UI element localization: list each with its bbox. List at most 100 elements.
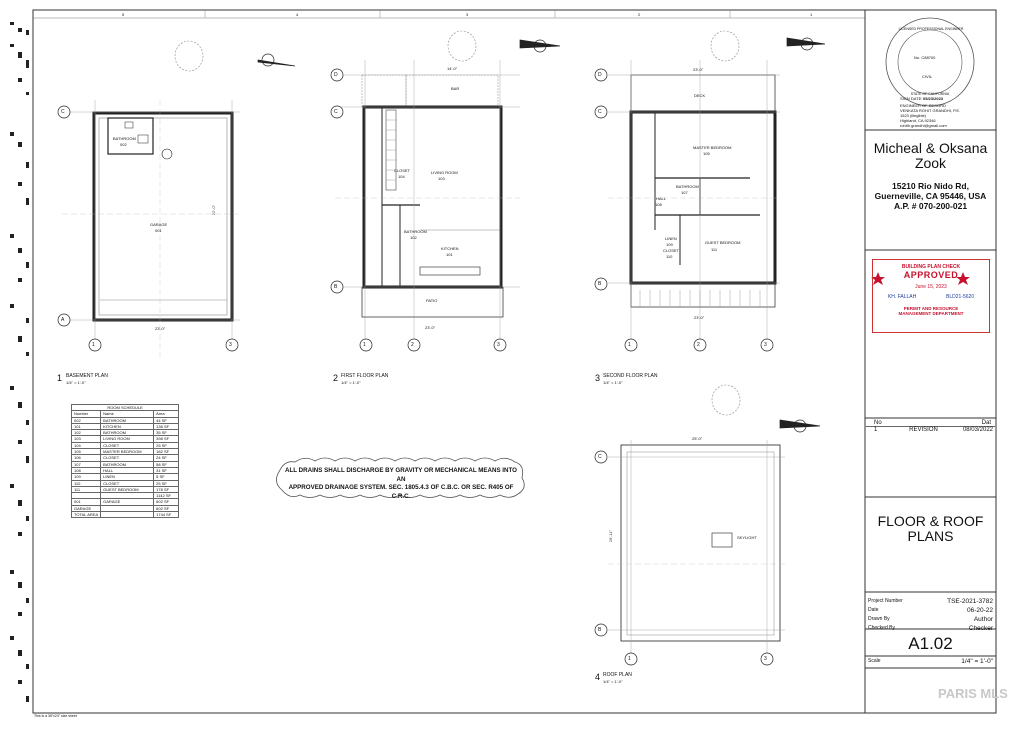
room-patio: PATIO (426, 298, 438, 303)
room-number: 002 (70, 416, 102, 424)
sign-date: 05/23/2023 (923, 96, 944, 101)
room-bath-2: BATHROOM (676, 184, 699, 189)
owner-name: Micheal & Oksana Zook (866, 141, 995, 171)
room-bath-1-num: 102 (410, 235, 417, 240)
grid-bubble-2: 2 (697, 342, 700, 348)
room-schedule-row: 1142 SF (70, 492, 180, 500)
room-area: 25 SF (153, 479, 180, 487)
room-bathroom: BATHROOM (113, 136, 136, 141)
apn: A.P. # 070-200-021 (893, 201, 968, 211)
room-number: 102 (70, 429, 102, 437)
room-number: 107 (70, 460, 102, 468)
engineer-line: ENGINEER OF RECORD (900, 103, 947, 108)
dim-bsmt-width: 23'-0" (155, 326, 166, 331)
room-linen: LINEN (665, 236, 677, 241)
grid-bubble-b: B (598, 627, 602, 633)
project-address: 15210 Rio Nido Rd, Guerneville, CA 95446… (866, 181, 995, 211)
grid-bubble-1: 1 (92, 342, 95, 348)
room-bathroom-num: 002 (120, 142, 127, 147)
owner-line-2: Zook (914, 155, 947, 171)
grid-bubble-c: C (598, 454, 602, 460)
plan-2-scale: 1/4" = 1'-0" (341, 380, 361, 385)
revision-no: 1 (874, 427, 878, 433)
drawn-by: Author (973, 616, 993, 623)
room-number: 108 (70, 466, 102, 475)
grid-bubble-3: 3 (497, 342, 500, 348)
grid-bubble-b: B (598, 281, 602, 287)
room-hall: HALL (656, 196, 667, 201)
room-area: 44 SF (153, 416, 180, 424)
field-label: Project Number (868, 598, 903, 604)
grid-bubble-3: 3 (229, 342, 232, 348)
room-garage-num: 001 (155, 228, 162, 233)
engineer-line: 1523 (illegible) (900, 113, 927, 118)
room-area: 1744 SF (153, 511, 180, 519)
grid-bubble-3: 3 (764, 656, 767, 662)
room-bath-2-num: 107 (681, 190, 688, 195)
room-schedule-header: Number (70, 410, 102, 418)
room-schedule-row: TOTAL AREA 1744 SF (70, 511, 180, 519)
engineer-line: Highland, CA 92346 (900, 118, 936, 123)
room-closet-2-num: 110 (666, 254, 673, 259)
room-number: 104 (70, 441, 102, 450)
room-number: TOTAL AREA (70, 511, 102, 519)
field-label: Date (868, 607, 879, 613)
revision-desc: REVISION (909, 427, 938, 433)
sign-date-label: SIGN DATE: (900, 96, 923, 101)
roof-skylight-label: SKYLIGHT (737, 535, 757, 540)
grid-col-3: 3 (466, 12, 469, 17)
mls-watermark: PARIS MLS (938, 686, 1008, 701)
plan-4-title: ROOF PLAN (603, 672, 632, 678)
plan-2-number: 2 (333, 373, 339, 383)
engineer-line: rohith.grandhi@gmail.com (900, 123, 947, 128)
grid-bubble-3: 3 (764, 342, 767, 348)
project-number: TSE-2021-3782 (947, 598, 993, 605)
grid-bubble-a: A (61, 317, 65, 323)
engineer-of-record: ENGINEER OF RECORD VENKATA ROHIT GRANDHI… (900, 103, 960, 128)
seal-ring-top: LICENSED PROFESSIONAL ENGINEER (898, 27, 964, 31)
grid-col-5: 5 (122, 12, 125, 17)
room-number: 001 (70, 498, 102, 506)
seal-number: No. C88700 (914, 55, 936, 60)
dim-ff-width: 23'-0" (425, 325, 436, 330)
room-area: 178 SF (153, 485, 180, 494)
plan-1-title: BASEMENT PLAN (66, 373, 108, 379)
room-number: 103 (70, 435, 102, 443)
grid-bubble-c: C (61, 109, 65, 115)
approval-stamp: BUILDING PLAN CHECK APPROVED June 15, 20… (872, 259, 990, 333)
revision-header: Dat (981, 420, 991, 426)
grid-bubble-1: 1 (628, 656, 631, 662)
room-number: 105 (70, 448, 102, 456)
grid-bubble-d: D (598, 72, 602, 78)
sheet-title-line-2: PLANS (907, 528, 954, 544)
plan-3-scale: 1/4" = 1'-0" (603, 380, 623, 385)
room-guest-num: 111 (711, 247, 718, 252)
room-number: 109 (70, 473, 102, 481)
plan-2-title: FIRST FLOOR PLAN (341, 373, 389, 379)
drain-note: ALL DRAINS SHALL DISCHARGE BY GRAVITY OR… (283, 467, 519, 501)
room-number (70, 492, 102, 500)
room-area: 182 SF (153, 448, 180, 456)
dim-sf-width: 23'-0" (694, 315, 705, 320)
revision-date: 08/03/2022 (962, 427, 993, 433)
sheet-title-line-1: FLOOR & ROOF (877, 513, 984, 529)
room-number: GARAGE (70, 504, 102, 513)
room-number: 101 (70, 422, 102, 431)
dim-sf-top: 23'-0" (693, 67, 704, 72)
revision-header: No (874, 420, 882, 426)
room-number: 110 (70, 479, 102, 487)
room-area: 25 SF (153, 441, 180, 450)
